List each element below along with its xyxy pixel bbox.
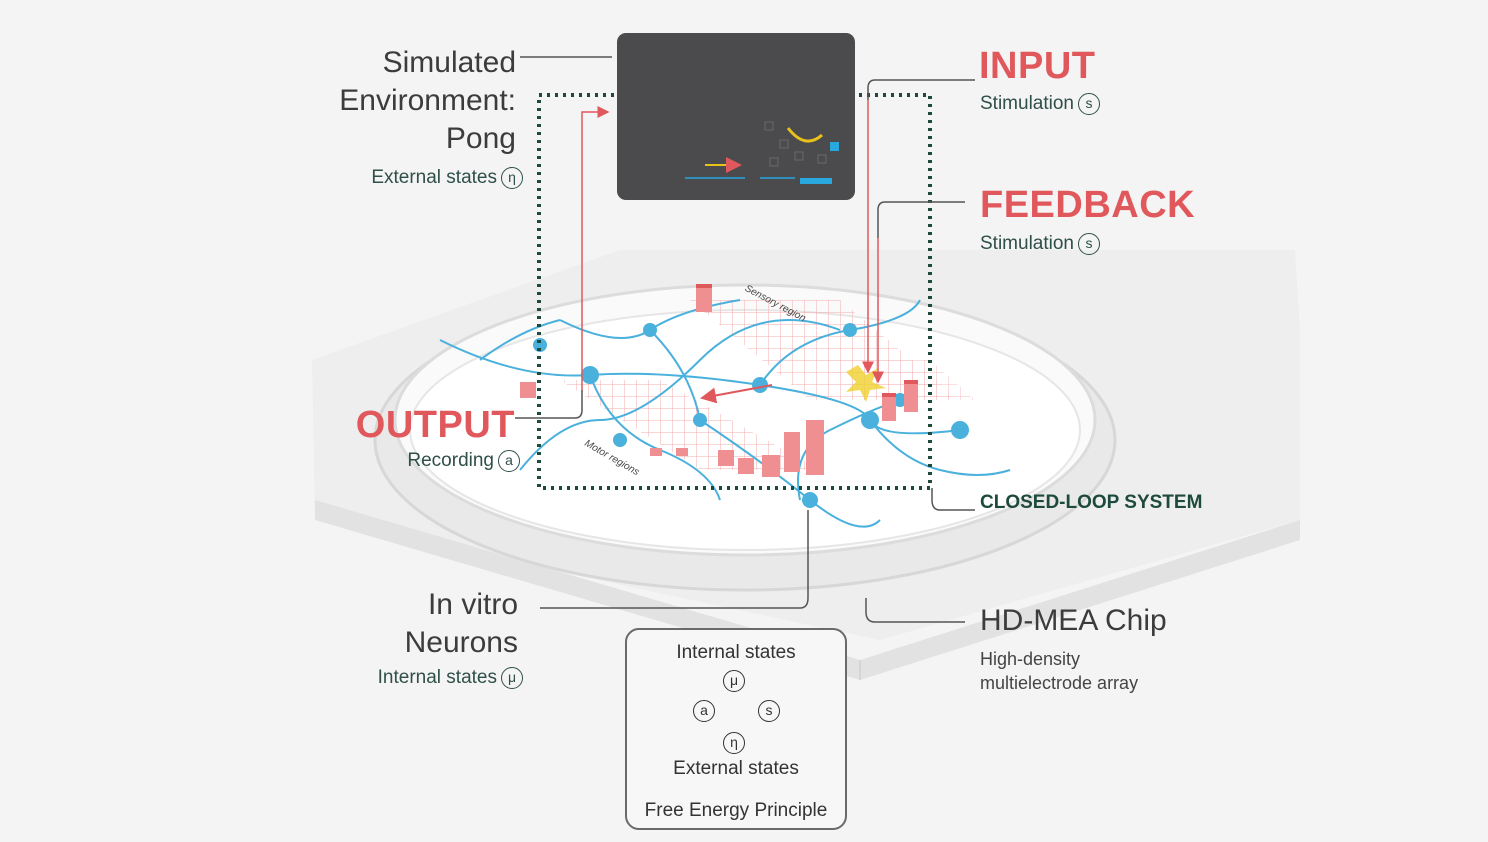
- feedback-spark: [846, 365, 886, 402]
- activity-bars: [520, 284, 918, 477]
- fep-caption: Free Energy Principle: [644, 800, 828, 821]
- feedback-heading: FEEDBACK: [980, 184, 1196, 226]
- eta-symbol: η: [501, 167, 523, 189]
- closed-loop-label: CLOSED-LOOP SYSTEM: [980, 492, 1203, 513]
- fep-eta-node: η: [723, 732, 745, 754]
- environment-title: Simulated Environment: Pong: [339, 46, 516, 155]
- chip-title: HD-MEA Chip: [980, 604, 1167, 637]
- a-symbol: a: [498, 450, 520, 472]
- s-symbol: s: [1078, 93, 1100, 115]
- pong-screen: [617, 33, 855, 200]
- fep-box: Internal states External states Free Ene…: [625, 628, 847, 830]
- chip-desc: High-density multielectrode array: [980, 649, 1139, 693]
- fep-a-node: a: [693, 700, 715, 722]
- neurons-title: In vitro Neurons: [404, 588, 518, 659]
- leader-lines: [515, 56, 975, 623]
- fep-external-label: External states: [673, 758, 799, 779]
- input-heading: INPUT: [979, 45, 1096, 87]
- fep-mu-node: μ: [723, 670, 745, 692]
- activity-arrow: [700, 384, 773, 404]
- mu-symbol: μ: [501, 667, 523, 689]
- s-symbol: s: [1078, 233, 1100, 255]
- neuron-somas: [533, 323, 969, 508]
- fep-s-node: s: [758, 700, 780, 722]
- signal-lines: [581, 100, 884, 390]
- output-heading: OUTPUT: [355, 404, 515, 446]
- fep-internal-label: Internal states: [676, 642, 796, 663]
